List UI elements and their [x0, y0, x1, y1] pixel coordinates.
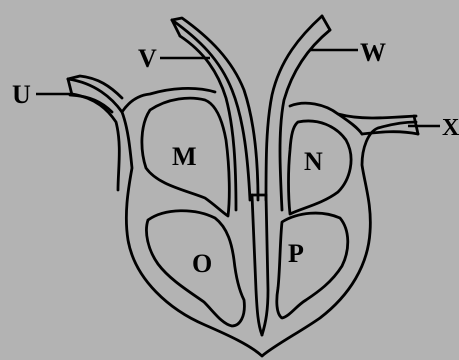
label-v: V	[138, 44, 157, 73]
septum-left-edge	[252, 195, 262, 335]
label-w: W	[360, 38, 386, 67]
vessel-w-mouth	[322, 16, 330, 30]
septum-right-edge	[262, 195, 268, 335]
vessel-u-end	[68, 79, 72, 95]
label-p: P	[288, 239, 304, 268]
label-m: M	[172, 142, 197, 171]
vessel-x-lower-wall	[362, 132, 418, 134]
right-atrium-top-outline	[290, 103, 362, 134]
vessel-v-outer-wall	[172, 20, 250, 200]
label-u: U	[12, 80, 31, 109]
vessel-x-upper-wall	[338, 114, 416, 118]
label-x: X	[442, 115, 459, 141]
label-n: N	[304, 147, 323, 176]
heart-outer-outline-top-left	[72, 94, 119, 190]
label-o: O	[192, 249, 212, 278]
